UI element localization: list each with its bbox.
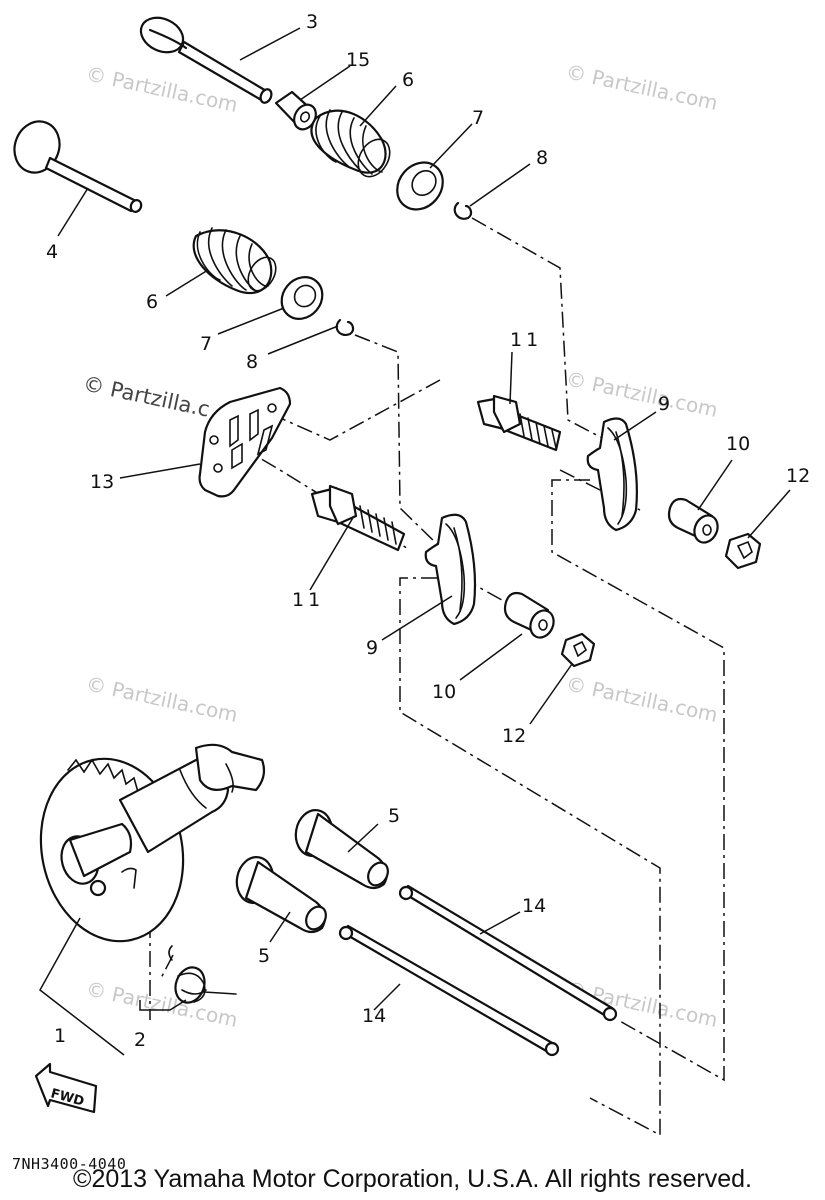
cotter-part-8-upper bbox=[453, 201, 473, 220]
push-rod-part-14-upper bbox=[398, 884, 618, 1022]
callout-10: 10 bbox=[432, 681, 456, 703]
camshaft-part-1 bbox=[39, 743, 266, 943]
cotter-part-8-lower bbox=[335, 318, 355, 336]
watermark: © Partzilla.com bbox=[564, 366, 720, 422]
callout-6: 6 bbox=[146, 291, 158, 313]
callout-11: 11 bbox=[292, 589, 324, 611]
leader-lines bbox=[39, 27, 791, 1056]
valve-spring-part-6-upper bbox=[310, 109, 391, 178]
nut-part-12-upper bbox=[724, 532, 762, 570]
fwd-arrow: FWD bbox=[34, 1062, 98, 1114]
adjusting-screw-part-11-upper bbox=[476, 394, 562, 452]
valve-part-3 bbox=[139, 16, 273, 104]
callout-8: 8 bbox=[536, 147, 548, 169]
callout-14: 14 bbox=[362, 1005, 386, 1027]
nut-part-12-lower bbox=[560, 632, 596, 668]
nut-cap-part-10-lower bbox=[503, 591, 555, 639]
watermark: © Partzilla.com bbox=[564, 59, 720, 115]
watermark: © Partzilla.com bbox=[84, 976, 240, 1032]
callout-7: 7 bbox=[472, 107, 484, 129]
callout-9: 9 bbox=[658, 393, 670, 415]
nut-cap-part-10-upper bbox=[667, 497, 719, 544]
watermark: © Partzilla.com bbox=[564, 671, 720, 727]
spring-part-2 bbox=[168, 945, 237, 1004]
callout-7: 7 bbox=[200, 333, 212, 355]
callout-10: 10 bbox=[726, 433, 750, 455]
plate-part-13 bbox=[198, 386, 292, 498]
callout-1: 1 bbox=[54, 1025, 66, 1047]
watermark: © Partzilla.com bbox=[84, 671, 240, 727]
callout-4: 4 bbox=[46, 241, 58, 263]
rocker-arm-part-9-lower bbox=[424, 513, 477, 626]
callout-6: 6 bbox=[402, 69, 414, 91]
retainer-part-7-lower bbox=[280, 276, 324, 320]
callout-3: 3 bbox=[306, 11, 318, 33]
push-rod-part-14-lower bbox=[338, 924, 560, 1057]
callout-9: 9 bbox=[366, 637, 378, 659]
callout-2: 2 bbox=[134, 1029, 146, 1051]
diagram-code: 7NH3400-4040 bbox=[12, 1155, 127, 1173]
copyright-notice: ©2013 Yamaha Motor Corporation, U.S.A. A… bbox=[73, 1165, 752, 1193]
valve-spring-part-6-lower bbox=[192, 227, 277, 295]
callouts: 3 15 6 7 8 4 6 7 8 11 9 10 12 13 11 9 10… bbox=[46, 11, 810, 1051]
tappet-part-5-upper bbox=[294, 809, 389, 890]
valve-part-4 bbox=[13, 120, 143, 213]
callout-5: 5 bbox=[388, 805, 400, 827]
callout-5: 5 bbox=[258, 945, 270, 967]
rocker-arm-part-9-upper bbox=[586, 417, 638, 532]
callout-15: 15 bbox=[346, 49, 370, 71]
callout-8: 8 bbox=[246, 351, 258, 373]
callout-11: 11 bbox=[510, 329, 542, 351]
tappet-part-5-lower bbox=[235, 856, 327, 934]
callout-14: 14 bbox=[522, 895, 546, 917]
watermark-dark: © Partzilla.c bbox=[81, 371, 212, 421]
callout-12: 12 bbox=[786, 465, 810, 487]
retainer-part-7-upper bbox=[396, 161, 444, 211]
adjusting-screw-part-11-lower bbox=[310, 484, 406, 552]
valve-stem-seal-part-15 bbox=[274, 90, 317, 131]
callout-13: 13 bbox=[90, 471, 114, 493]
callout-12: 12 bbox=[502, 725, 526, 747]
